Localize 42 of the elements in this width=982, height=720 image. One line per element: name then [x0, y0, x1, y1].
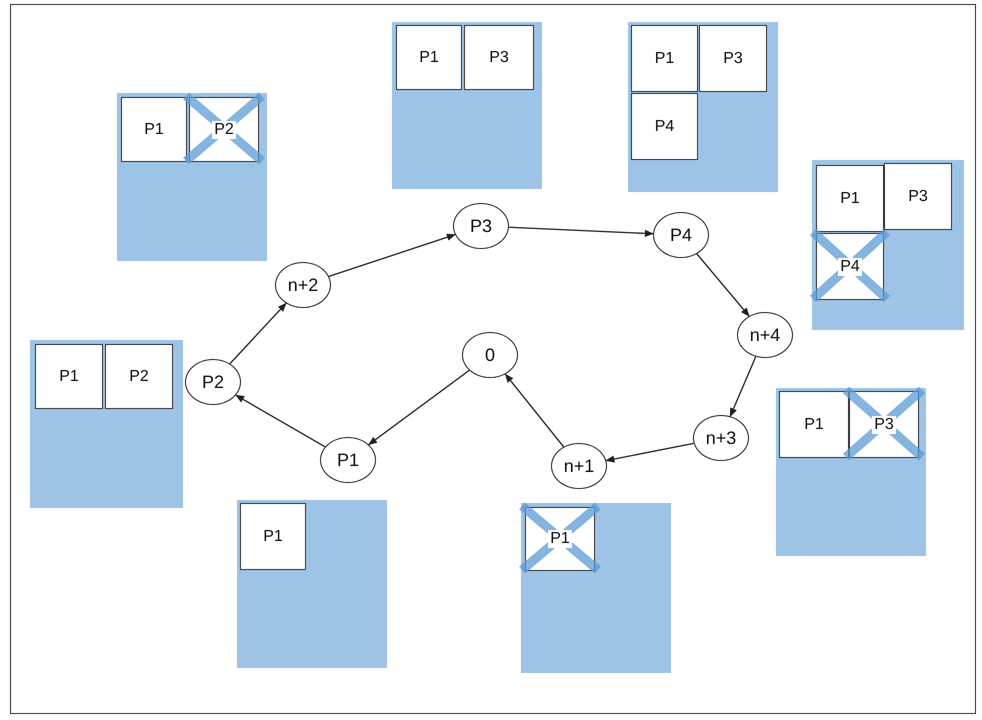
stack-slot: P3: [884, 163, 952, 230]
stack-panel: [628, 22, 778, 192]
state-circle: P1: [320, 437, 376, 483]
slot-label: P3: [872, 416, 896, 434]
stack-slot: P3: [464, 25, 534, 90]
stack-slot: P1: [121, 97, 187, 162]
arrow: [328, 234, 456, 278]
stack-panel: [30, 340, 183, 508]
stack-slot: P4: [631, 93, 698, 160]
stack-slot: P1: [816, 165, 884, 232]
arrow: [508, 226, 654, 237]
arrow: [605, 442, 694, 463]
stack-slot: P1: [396, 25, 462, 90]
arrow: [696, 254, 750, 317]
stack-panel: [392, 22, 542, 189]
stack-slot: P3: [699, 25, 767, 92]
state-circle: P2: [185, 359, 241, 405]
state-circle: 0: [462, 332, 518, 378]
stack-slot: P1: [631, 25, 698, 92]
state-circle: P3: [453, 203, 509, 249]
arrow: [504, 374, 564, 448]
stack-panel: [776, 388, 926, 556]
arrow: [368, 370, 470, 446]
state-circle: n+2: [275, 262, 331, 308]
stack-panel: [521, 503, 671, 673]
arrow: [235, 394, 326, 448]
stack-slot: P1: [35, 344, 103, 409]
slot-label: P2: [212, 120, 236, 138]
stack-panel: [117, 93, 267, 261]
arrow: [230, 302, 287, 364]
slot-label: P4: [838, 258, 862, 276]
stack-slot: P1: [240, 503, 306, 570]
stack-panel: [237, 500, 387, 668]
state-circle: P4: [653, 212, 709, 258]
state-circle: n+4: [737, 312, 793, 358]
slot-label: P1: [548, 530, 572, 548]
stack-slot: P2: [105, 344, 173, 409]
state-circle: n+1: [551, 443, 607, 489]
arrow: [730, 356, 756, 418]
stack-slot: P1: [779, 391, 849, 458]
stack-panel: [812, 160, 964, 330]
state-circle: n+3: [693, 415, 749, 461]
